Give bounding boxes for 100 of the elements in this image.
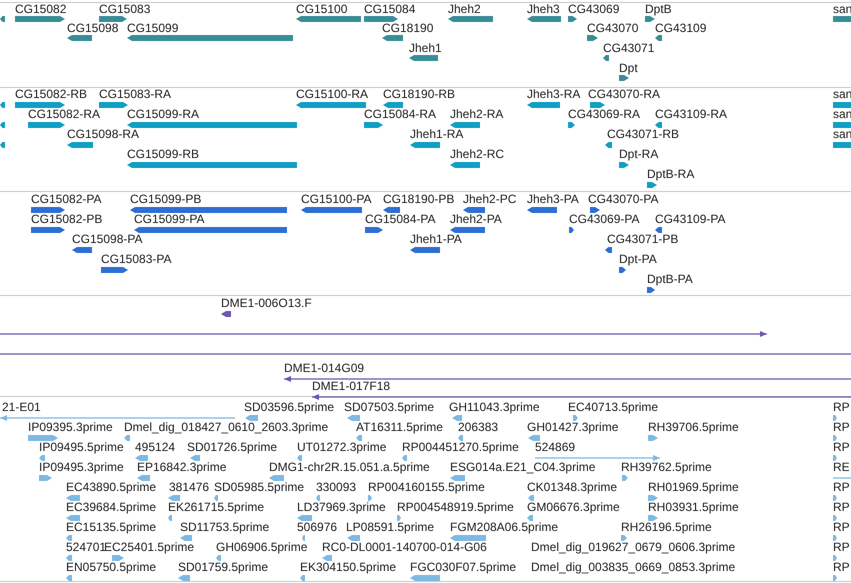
feature-label: RH39762.5prime: [621, 461, 712, 474]
feature-label: Dmel_dig_018427_0610_2603.3prime: [124, 421, 328, 434]
feature-label: CG43109-RA: [655, 108, 728, 121]
feature-label: CG43071-PB: [607, 233, 678, 246]
feature-label: CG15083-PA: [101, 253, 172, 266]
feature-label: Jheh2-PC: [463, 193, 516, 206]
feature-label: CG15082-RB: [15, 88, 88, 101]
feature-label: CG15100-RA: [296, 88, 368, 101]
feature-label: 506976: [297, 521, 338, 534]
feature-label: GM06676.3prime: [527, 501, 620, 514]
feature-label: RP: [833, 541, 850, 554]
feature-label: RH26196.5prime: [621, 521, 712, 534]
feature-label: CK01348.3prime: [527, 481, 618, 494]
feature-label: CG15098-PA: [72, 233, 142, 246]
feature-label: AT16311.5prime: [356, 421, 443, 434]
feature-label: CG43070: [587, 22, 638, 35]
feature-label: CG15083-RA: [99, 88, 172, 101]
feature-label: CG15082-PB: [31, 213, 102, 226]
feature-label: Dpt-RA: [619, 148, 658, 161]
feature-label: SD01759.5prime: [178, 561, 268, 574]
feature-label: CG15098-RA: [67, 128, 140, 141]
feature-label: ESG014a.E21_C04.3prime: [450, 461, 596, 474]
feature-label: CG15082-PA: [31, 193, 102, 206]
feature-label: Jheh1-PA: [410, 233, 462, 246]
feature-label: CG15084: [364, 3, 416, 16]
feature-label: SD05985.5prime: [214, 481, 304, 494]
feature-label: CG43070-RA: [588, 88, 660, 101]
feature-label: RP: [833, 441, 850, 454]
feature-label: Dmel_dig_019627_0679_0606.3prime: [531, 541, 736, 554]
feature-label: CG43109: [655, 22, 706, 35]
feature-label: RP004451270.5prime: [402, 441, 519, 454]
feature-label: CG15084-RA: [364, 108, 436, 121]
feature-label: DMG1-chr2R.15.051.a.5prime: [269, 461, 430, 474]
feature-label: DptB-PA: [647, 273, 693, 286]
feature-label: Jheh2: [448, 3, 481, 16]
feature-label: 524869: [535, 441, 576, 454]
feature-label: 495124: [135, 441, 176, 454]
feature-label: IP09395.3prime: [28, 421, 113, 434]
feature-label: Jheh1-RA: [410, 128, 464, 141]
feature-label: GH11043.3prime: [449, 401, 540, 414]
feature-label: 206383: [458, 421, 498, 434]
feature-label: CG15084-PA: [365, 213, 436, 226]
feature-label: CG43071: [603, 42, 654, 55]
feature-label: CG18190-RB: [383, 88, 456, 101]
feature-label: CG15083: [99, 3, 150, 16]
feature-label: Jheh2-RA: [450, 108, 504, 121]
feature-label: EN05750.5prime: [66, 561, 156, 574]
feature-label: CG15082-RA: [28, 108, 100, 121]
feature-label: CG15099-RB: [127, 148, 200, 161]
feature-label: CG15099-PB: [130, 193, 202, 206]
feature-label: FGM208A06.5prime: [450, 521, 558, 534]
feature-label: CG15082: [15, 3, 66, 16]
feature-label: RP004160155.5prime: [368, 481, 485, 494]
feature-label: CG15099: [127, 22, 178, 35]
feature-label: RE: [833, 461, 850, 474]
feature-label: RH39706.5prime: [648, 421, 739, 434]
feature-label: SD07503.5prime: [344, 401, 434, 414]
feature-label: CG18190-PB: [383, 193, 454, 206]
feature-label: CG15100-PA: [301, 193, 372, 206]
feature-label: CG18190: [382, 22, 434, 35]
feature-label: RP: [833, 481, 850, 494]
feature-label: Jheh2-PA: [450, 213, 502, 226]
feature-label: 21-E01: [2, 401, 41, 414]
feature-label: LP08591.5prime: [346, 521, 434, 534]
feature-label: FGC030F07.5prime: [410, 561, 516, 574]
feature-label: Dpt-PA: [619, 253, 657, 266]
feature-label: DptB-RA: [647, 168, 694, 181]
feature-label: EC39684.5prime: [66, 501, 156, 514]
feature-label: CG43069-PA: [569, 213, 640, 226]
feature-label: DME1-017F18: [312, 380, 390, 393]
feature-label: Jheh3-PA: [527, 193, 579, 206]
feature-label: RP: [833, 501, 850, 514]
feature-label: Jheh2-RC: [450, 148, 504, 161]
feature-label: 524701: [66, 541, 106, 554]
feature-label: IP09495.3prime: [39, 461, 124, 474]
feature-label: EC15135.5prime: [66, 521, 156, 534]
feature-label: Jheh3-RA: [527, 88, 580, 101]
feature-label: DME1-006O13.F: [221, 297, 312, 310]
feature-label: EK304150.5prime: [300, 561, 396, 574]
feature-label: SD03596.5prime: [244, 401, 334, 414]
feature-label: CG15098: [67, 22, 118, 35]
feature-label: 381476: [169, 481, 210, 494]
feature-label: Dmel_dig_003835_0669_0853.3prime: [531, 561, 736, 574]
feature-label: CG43069-RA: [568, 108, 640, 121]
feature-label: RP: [833, 401, 850, 414]
feature-label: SD01726.5prime: [187, 441, 278, 454]
feature-label: CG43070-PA: [588, 193, 658, 206]
feature-label: EP16842.3prime: [137, 461, 226, 474]
feature-label: Jheh3: [527, 3, 560, 16]
feature-label: SD11753.5prime: [180, 521, 270, 534]
feature-label: CG15100: [296, 3, 348, 16]
feature-label: Jheh1: [409, 42, 442, 55]
feature-label: GH06906.5prime: [216, 541, 308, 554]
feature-label: RH03931.5prime: [648, 501, 739, 514]
feature-label: Dpt: [619, 62, 638, 75]
feature-label: RC0-DL0001-140700-014-G06: [322, 541, 487, 554]
feature-label: RP: [833, 421, 850, 434]
feature-label: EK261715.5prime: [168, 501, 264, 514]
feature-label: RP004548919.5prime: [397, 501, 514, 514]
feature-label: LD37969.3prime: [297, 501, 386, 514]
